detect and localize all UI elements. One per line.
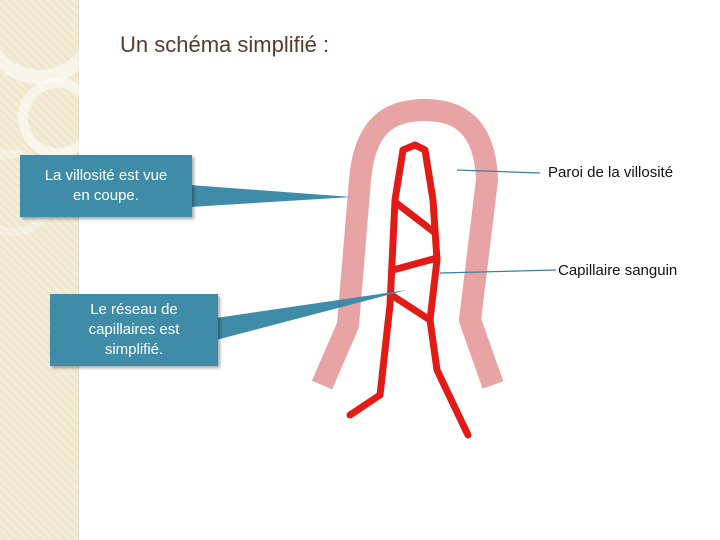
capillary-leader-line: [439, 269, 557, 274]
capillary-network: [346, 141, 472, 439]
decorative-ring: [18, 78, 98, 158]
section-view-callout-text: La villosité est vue en coupe.: [44, 167, 168, 204]
wall-leader-line: [456, 169, 541, 174]
capillary-cross-link: [389, 254, 441, 274]
capillary-right-branch: [411, 141, 472, 439]
callout-pointer: [190, 185, 352, 207]
capillary-network-callout: Le réseau de capillaires est simplifié.: [50, 294, 218, 366]
villus-wall: [311, 99, 504, 390]
callout-pointer: [216, 290, 407, 340]
slide-title: Un schéma simplifié :: [120, 32, 330, 57]
villus-wall-label: Paroi de la villosité: [548, 164, 674, 181]
capillary-cross-link: [389, 292, 434, 324]
capillary-left-branch: [346, 141, 419, 419]
capillary-network-callout-text: Le réseau de capillaires est simplifié.: [88, 301, 180, 358]
capillary-cross-link: [391, 198, 438, 236]
capillary-label: Capillaire sanguin: [558, 262, 678, 279]
section-view-callout: La villosité est vue en coupe.: [20, 155, 192, 217]
